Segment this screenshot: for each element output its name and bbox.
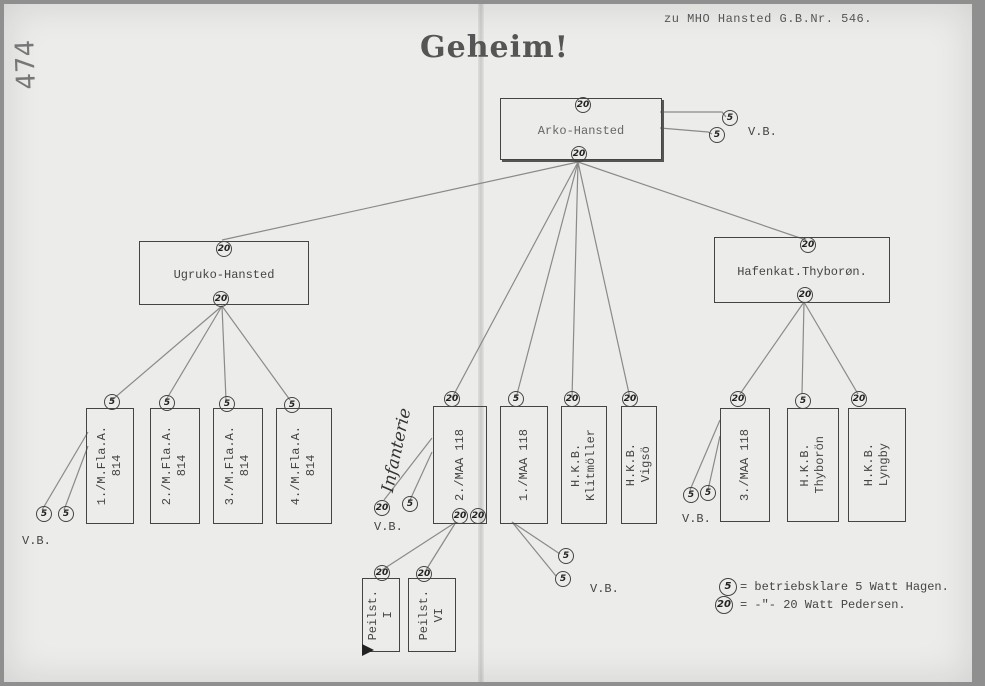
node-hkb-klitmoller: H.K.B. Klitmöller [561, 406, 607, 524]
node-fla1-label: 1./M.Fla.A. 814 [95, 426, 124, 506]
node-hkb-thyboron: H.K.B. Thyborön [787, 408, 839, 522]
badge-5-maa1: 5 [508, 391, 524, 407]
line-arko-maa1 [515, 161, 579, 399]
line-ugruko-fla1 [111, 305, 223, 401]
node-fla2: 2./M.Fla.A. 814 [150, 408, 200, 524]
node-fla2-label: 2./M.Fla.A. 814 [160, 426, 189, 506]
node-maa2-label: 2./MAA 118 [452, 428, 467, 501]
vb-label-maa2: V.B. [374, 520, 403, 534]
line-arko-hafenkat [577, 161, 807, 241]
line-arko-ugruko [221, 161, 579, 241]
badge-5-fla1-vb1: 5 [36, 506, 52, 522]
node-arko-label: Arko-Hansted [537, 124, 625, 138]
badge-5-maa3-vb1: 5 [683, 487, 699, 503]
node-maa3: 3./MAA 118 [720, 408, 770, 522]
badge-20-lyngby: 20 [851, 391, 867, 407]
line-maa3-vb2 [707, 435, 721, 491]
arrow-mark [362, 644, 374, 656]
node-ugruko-label: Ugruko-Hansted [173, 268, 275, 282]
line-maa1-vb1 [511, 521, 561, 555]
node-peilst-1-label: Peilst. I [366, 589, 395, 641]
node-hafenkat-label: Hafenkat.Thyborøn. [737, 265, 867, 279]
node-hkb-lyngby-label: H.K.B. Lyngby [862, 443, 891, 487]
badge-20-maa2-bottom-a: 20 [452, 508, 468, 524]
node-hkb-vigso: H.K.B. Vigsö [621, 406, 657, 524]
badge-20-peilst-6: 20 [416, 566, 432, 582]
line-fla1-vb1 [41, 431, 89, 511]
document-reference: zu MHO Hansted G.B.Nr. 546. [664, 12, 872, 26]
node-hkb-lyngby: H.K.B. Lyngby [848, 408, 906, 522]
vb-label-maa3: V.B. [682, 512, 711, 526]
node-fla4-label: 4./M.Fla.A. 814 [289, 426, 318, 506]
badge-5-thyboron: 5 [795, 393, 811, 409]
line-maa2-vb1 [383, 437, 433, 501]
badge-5-maa3-vb2: 5 [700, 485, 716, 501]
node-maa2: 2./MAA 118 [433, 406, 487, 524]
line-ugruko-fla3 [221, 305, 227, 401]
line-maa2-peil6 [425, 521, 457, 571]
vb-label-fla: V.B. [22, 534, 51, 548]
line-arko-maa2 [451, 161, 579, 399]
node-peilst-1: Peilst. I [362, 578, 400, 652]
node-peilst-6-label: Peilst. VI [417, 589, 446, 641]
badge-20-maa2-vb: 20 [374, 500, 390, 516]
node-maa3-label: 3./MAA 118 [737, 428, 752, 501]
badge-20-arko-bottom: 20 [571, 146, 587, 162]
line-hafen-maa3 [739, 301, 805, 395]
line-arko-vb1 [660, 111, 727, 118]
node-peilst-6: Peilst. VI [408, 578, 456, 652]
badge-20-peilst-1: 20 [374, 565, 390, 581]
badge-20-ugruko-top: 20 [216, 241, 232, 257]
line-hafen-lyngby [803, 301, 859, 395]
node-maa1-label: 1./MAA 118 [516, 428, 531, 501]
badge-5-fla3: 5 [219, 396, 235, 412]
vb-label-maa1: V.B. [590, 582, 619, 596]
node-fla3: 3./M.Fla.A. 814 [213, 408, 263, 524]
line-arko-vigso [577, 161, 631, 399]
badge-20-hafenkat-bottom: 20 [797, 287, 813, 303]
node-hkb-vigso-label: H.K.B. Vigsö [624, 443, 653, 487]
badge-20-hafenkat-top: 20 [800, 237, 816, 253]
badge-5-fla4: 5 [284, 397, 300, 413]
badge-20-maa3: 20 [730, 391, 746, 407]
legend-text-20: = -"- 20 Watt Pedersen. [740, 598, 906, 612]
badge-5-maa2-vb: 5 [402, 496, 418, 512]
badge-5-fla1-vb2: 5 [58, 506, 74, 522]
node-fla4: 4./M.Fla.A. 814 [276, 408, 332, 524]
badge-20-ugruko-bottom: 20 [213, 291, 229, 307]
paper-sheet [4, 4, 972, 682]
badge-5-arko-vb2: 5 [709, 127, 725, 143]
node-fla3-label: 3./M.Fla.A. 814 [223, 426, 252, 506]
vb-label-arko: V.B. [748, 125, 777, 139]
line-maa3-vb1 [689, 419, 721, 491]
page-title: Geheim! [420, 30, 569, 65]
badge-5-arko-vb1: 5 [722, 110, 738, 126]
legend-symbol-20: 20 [715, 596, 733, 614]
line-maa2-vb2 [409, 451, 433, 501]
line-maa1-vb2 [511, 521, 557, 577]
badge-20-arko-top: 20 [575, 97, 591, 113]
badge-5-fla1: 5 [104, 394, 120, 410]
line-fla1-vb2 [63, 445, 89, 511]
line-arko-klit [571, 161, 579, 399]
node-hkb-klitmoller-label: H.K.B. Klitmöller [569, 428, 598, 501]
line-maa2-peil1 [381, 521, 457, 571]
legend-text-5: = betriebsklare 5 Watt Hagen. [740, 580, 949, 594]
badge-20-klitmoller: 20 [564, 391, 580, 407]
badge-20-maa2-top: 20 [444, 391, 460, 407]
line-hafen-thyboron [801, 301, 805, 395]
node-maa1: 1./MAA 118 [500, 406, 548, 524]
line-ugruko-fla2 [165, 305, 223, 401]
badge-5-maa1-vb2: 5 [555, 571, 571, 587]
node-fla1: 1./M.Fla.A. 814 [86, 408, 134, 524]
node-hkb-thyboron-label: H.K.B. Thyborön [798, 436, 827, 494]
badge-20-vigso: 20 [622, 391, 638, 407]
legend-symbol-5: 5 [719, 578, 737, 596]
badge-5-fla2: 5 [159, 395, 175, 411]
handwritten-number: 474 [10, 39, 42, 90]
badge-5-maa1-vb1: 5 [558, 548, 574, 564]
badge-20-maa2-bottom-b: 20 [470, 508, 486, 524]
line-ugruko-fla4 [221, 305, 291, 401]
line-arko-vb2 [659, 127, 713, 135]
